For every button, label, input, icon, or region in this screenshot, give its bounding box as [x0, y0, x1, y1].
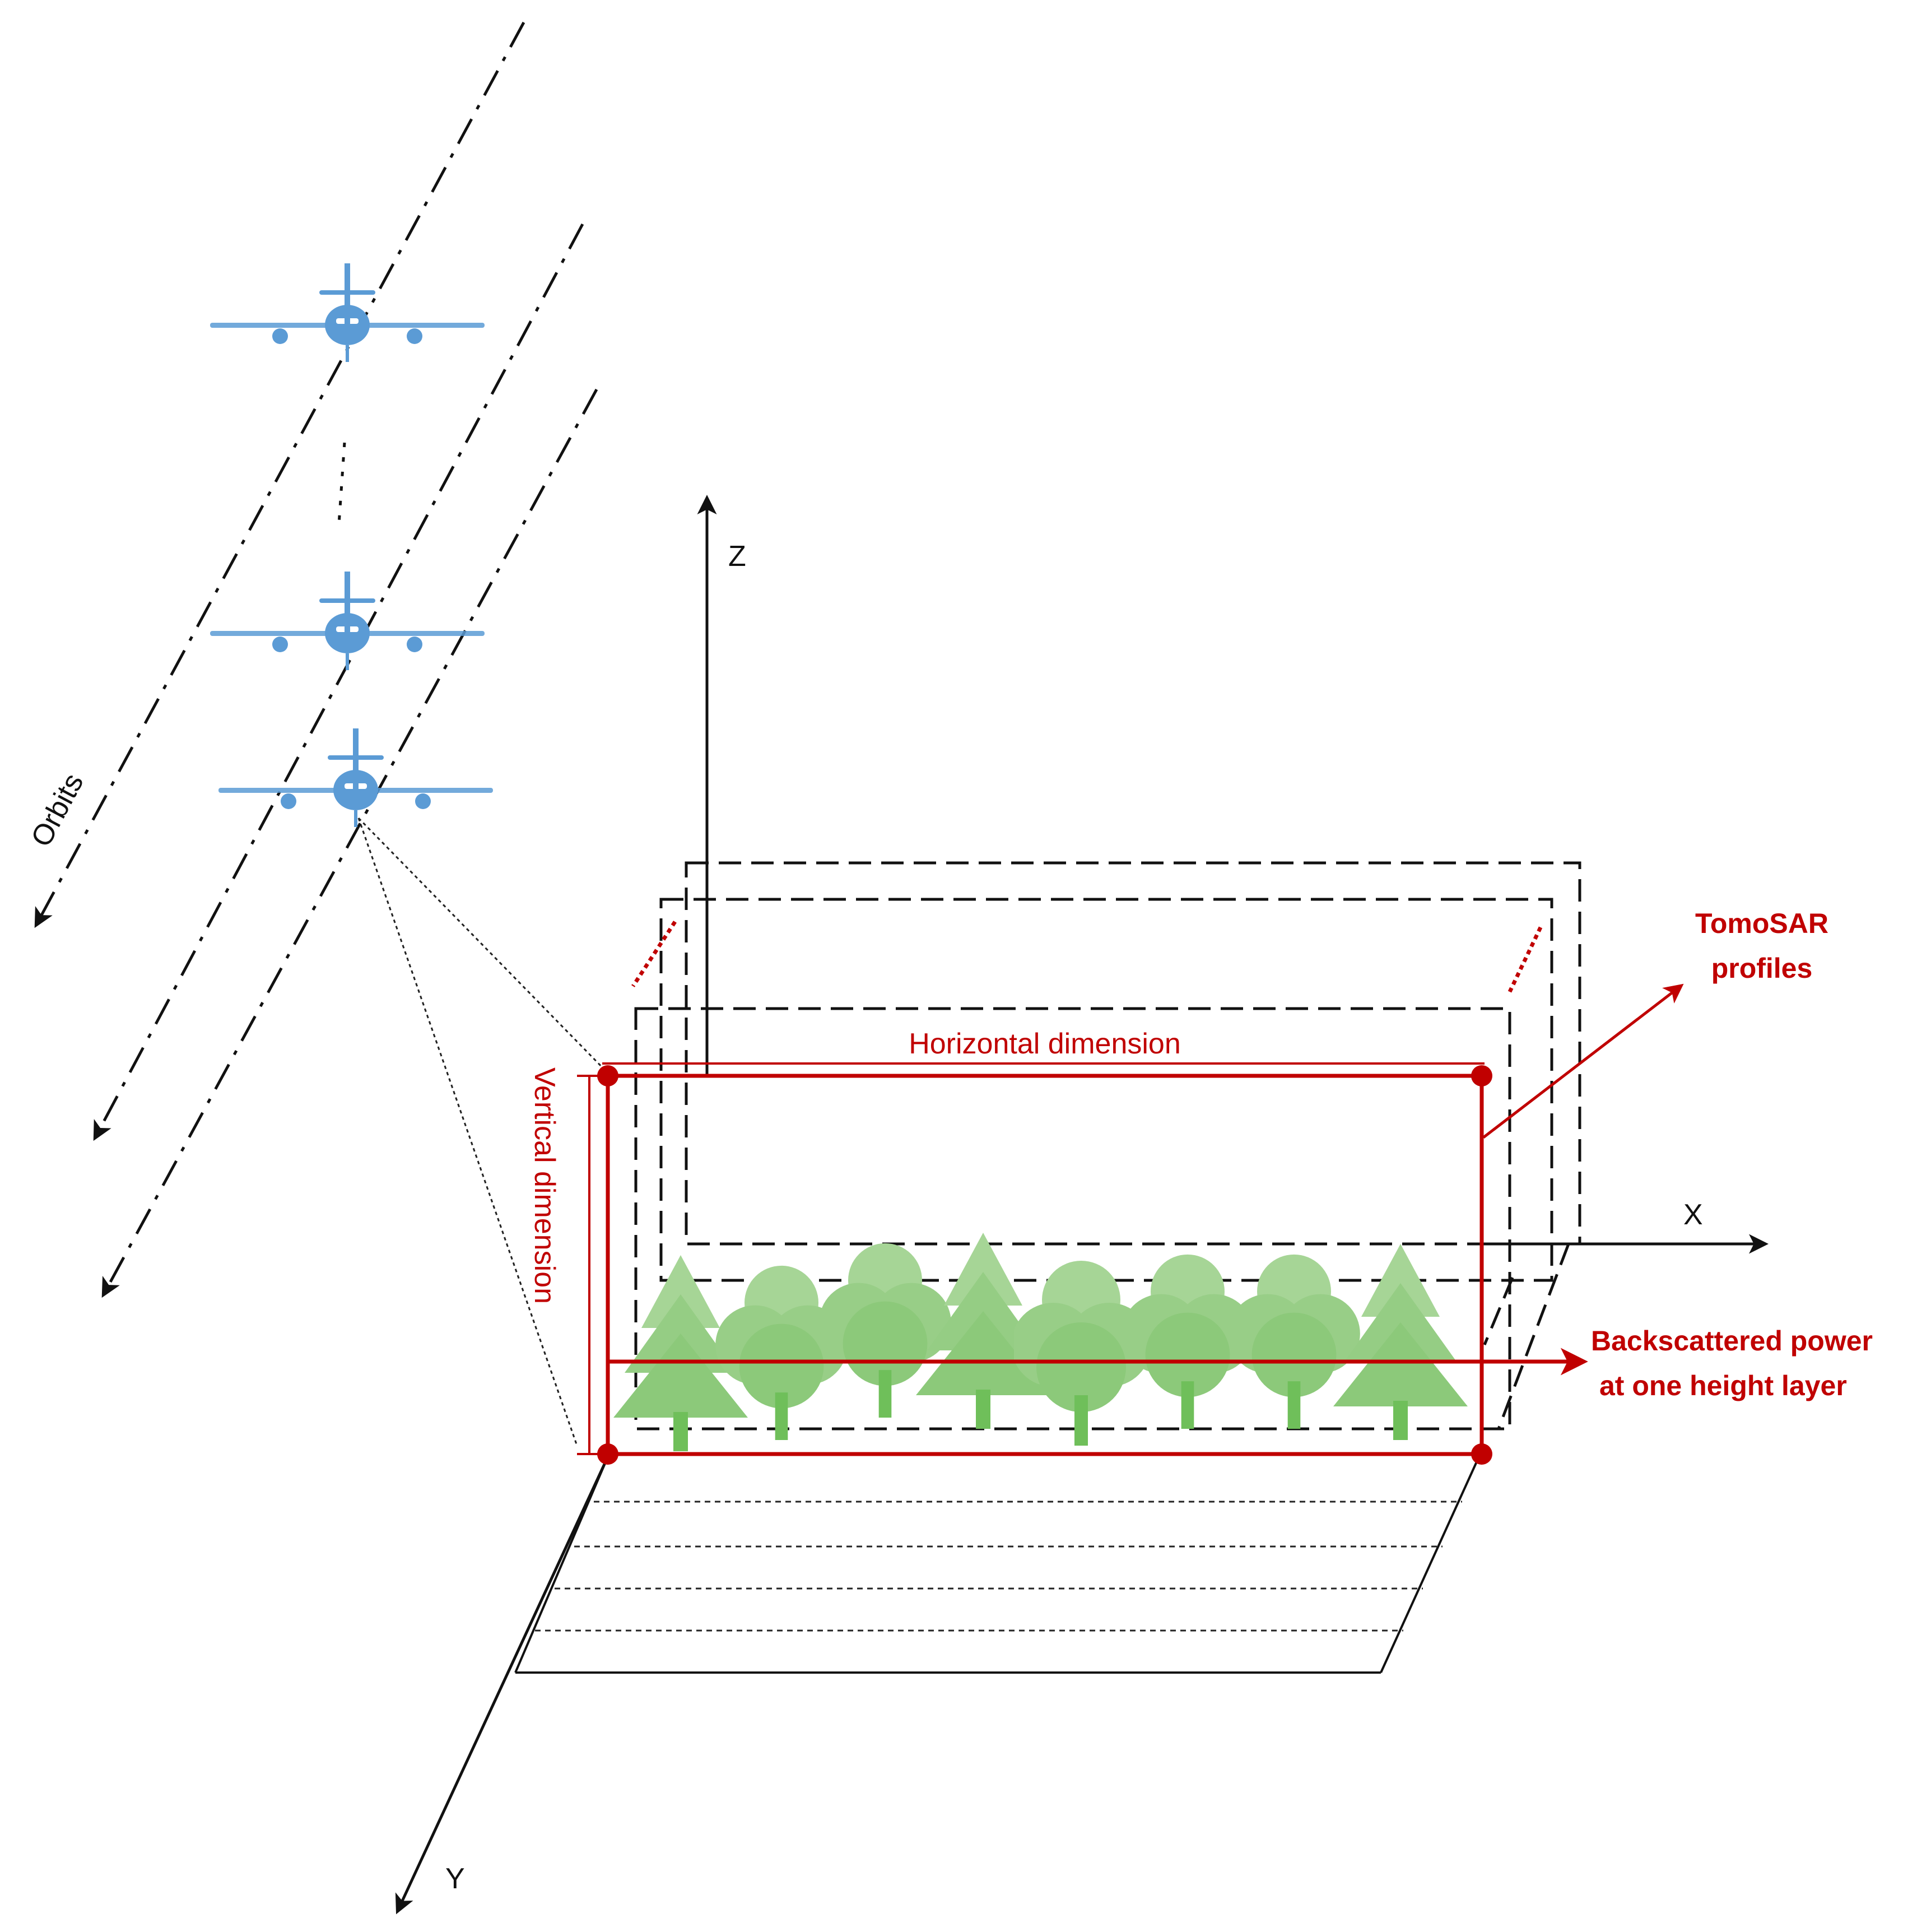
airplane-icon: [210, 572, 485, 670]
ground-plane: [514, 1456, 1480, 1674]
y-axis: [395, 1456, 609, 1915]
vertical-dimension-label: Vertical dimension: [528, 1067, 561, 1304]
backscatter-label-line2: at one height layer: [1599, 1370, 1847, 1401]
orbit-line-3: [101, 388, 598, 1298]
tomosar-label-line1: TomoSAR: [1695, 908, 1828, 939]
y-axis-label: Y: [445, 1863, 465, 1895]
profile-depth-edge: [1483, 1277, 1514, 1345]
airplane-icon: [218, 728, 493, 827]
corner-marker: [597, 1065, 618, 1086]
profile-continuation-left: [631, 921, 677, 987]
airplane-icon: [210, 263, 485, 362]
aircraft-ellipsis: [337, 442, 346, 524]
x-axis-label: X: [1683, 1199, 1703, 1231]
corner-marker: [597, 1443, 618, 1465]
corner-marker: [1471, 1443, 1492, 1465]
horizontal-dimension-label: Horizontal dimension: [909, 1028, 1181, 1060]
tomosar-profile-stack: [634, 861, 1581, 1431]
profile-continuation-right: [1507, 926, 1543, 993]
profile-depth-edge: [1497, 1243, 1570, 1429]
sight-line-upper: [357, 817, 609, 1074]
tomosar-label-line2: profiles: [1711, 953, 1813, 984]
z-axis-label: Z: [728, 540, 746, 573]
orbits-label: Orbits: [25, 768, 90, 852]
front-profile-frame: [606, 1074, 1484, 1456]
sight-line-lower: [357, 818, 578, 1446]
backscatter-label-line1: Backscattered power: [1591, 1325, 1873, 1357]
forest: [613, 1233, 1468, 1451]
orbit-line-2: [93, 223, 584, 1141]
corner-marker: [1471, 1065, 1492, 1086]
orbit-line-1: [34, 21, 525, 928]
tomosar-callout-arrow: [1482, 983, 1684, 1139]
